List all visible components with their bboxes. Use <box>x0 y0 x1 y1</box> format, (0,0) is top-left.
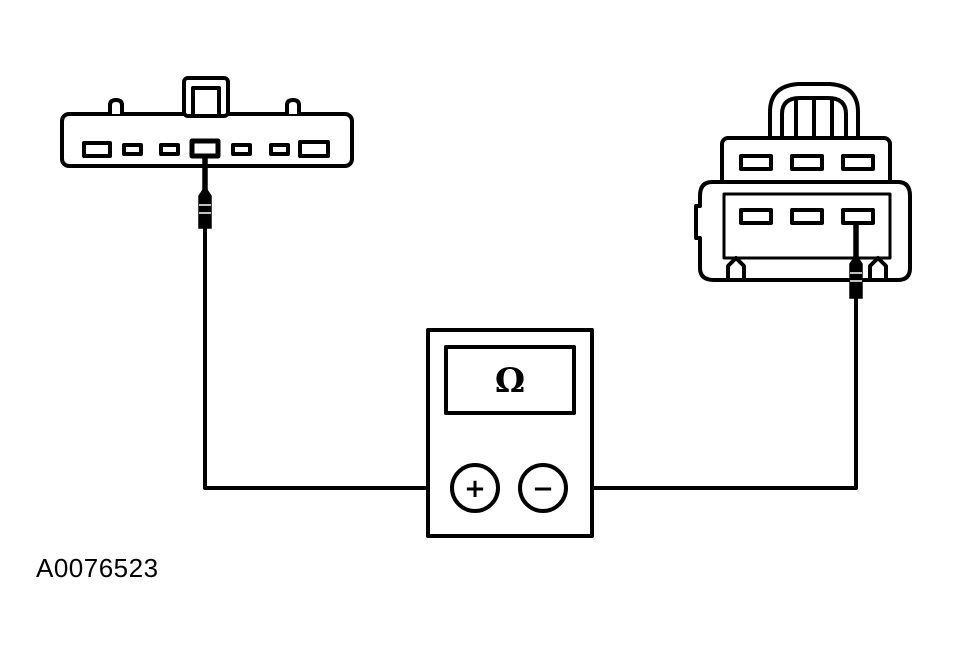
left-probe <box>198 155 212 229</box>
right-probe-handle <box>849 257 863 299</box>
right-pin-4 <box>739 208 773 225</box>
left-connector-latch-inner <box>191 86 221 118</box>
left-probe-handle <box>198 189 212 229</box>
positive-test-lead <box>203 154 454 490</box>
ohm-symbol: Ω <box>495 361 525 401</box>
left-pin-2 <box>122 143 143 156</box>
right-connector-foot-left <box>726 256 746 282</box>
left-pin-1 <box>82 141 112 158</box>
right-pin-5 <box>790 208 824 225</box>
minus-sign: − <box>532 474 554 504</box>
left-pin-7 <box>298 140 330 158</box>
right-connector-foot-right <box>868 256 888 282</box>
right-probe-needle <box>853 222 859 262</box>
right-pin-3 <box>841 154 875 171</box>
right-connector <box>694 82 912 282</box>
plus-sign: + <box>464 474 486 504</box>
left-probe-needle <box>202 155 208 195</box>
positive-terminal[interactable] <box>450 463 500 513</box>
test-leads <box>203 154 858 490</box>
right-connector-inner-frame <box>722 192 892 260</box>
negative-test-lead <box>564 221 858 490</box>
left-pin-3 <box>159 143 180 156</box>
left-connector <box>60 76 354 168</box>
multimeter <box>426 328 594 538</box>
right-probe <box>849 222 863 299</box>
negative-terminal[interactable] <box>518 463 568 513</box>
multimeter-display <box>444 345 576 415</box>
probe-tips <box>198 155 863 299</box>
figure-id: A0076523 <box>36 553 159 583</box>
right-connector-upper <box>720 136 892 188</box>
right-pin-2 <box>790 154 824 171</box>
left-pin-5 <box>231 143 252 156</box>
right-pin-1 <box>739 154 773 171</box>
left-pin-6 <box>269 143 290 156</box>
left-connector-tab-right <box>285 98 301 116</box>
left-connector-tab-left <box>108 98 124 116</box>
